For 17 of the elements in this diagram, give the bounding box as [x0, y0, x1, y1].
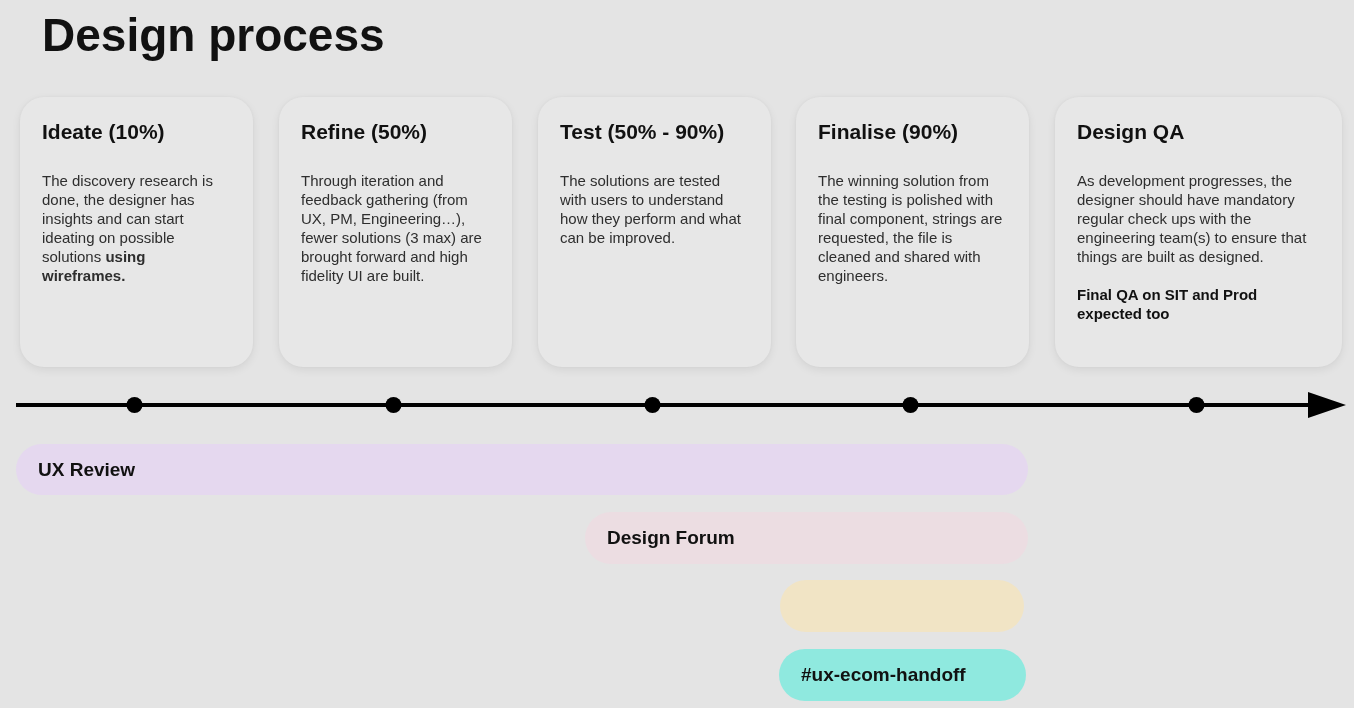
page-title: Design process: [42, 9, 385, 61]
activity-label: #ux-ecom-handoff: [801, 664, 966, 686]
stage-description: The discovery research is done, the designer has insights and can start ideating on possible solutions using wireframes.: [42, 171, 214, 285]
stage-note: Final QA on SIT and Prod expected too: [1077, 285, 1259, 323]
stage-description: As development progresses, the designer should have mandatory regular check ups with the engineering team(s) to ensure that things are built as designed.: [1077, 171, 1308, 266]
stage-description: The solutions are tested with users to understand how they perform and what can be improved.: [560, 171, 742, 247]
activity-label: UX Review: [38, 458, 136, 481]
stage-title: Design QA: [1077, 119, 1185, 145]
stage-description: The winning solution from the testing is polished with final component, strings are requested, the file is cleaned and shared with engineers.: [818, 171, 1004, 285]
stage-description: Through iteration and feedback gathering (from UX, PM, Engineering…), fewer solutions (3 max) are brought forward and high fidelity UI are built.: [301, 171, 483, 285]
stage-title: Refine (50%): [301, 119, 428, 145]
stage-title: Test (50% - 90%): [560, 119, 725, 145]
activity-bar: [780, 580, 1024, 632]
stage-title: Ideate (10%): [42, 119, 165, 145]
activity-label: Design Forum: [607, 527, 735, 549]
stage-title: Finalise (90%): [818, 119, 959, 145]
activity-bar: [779, 649, 1026, 701]
